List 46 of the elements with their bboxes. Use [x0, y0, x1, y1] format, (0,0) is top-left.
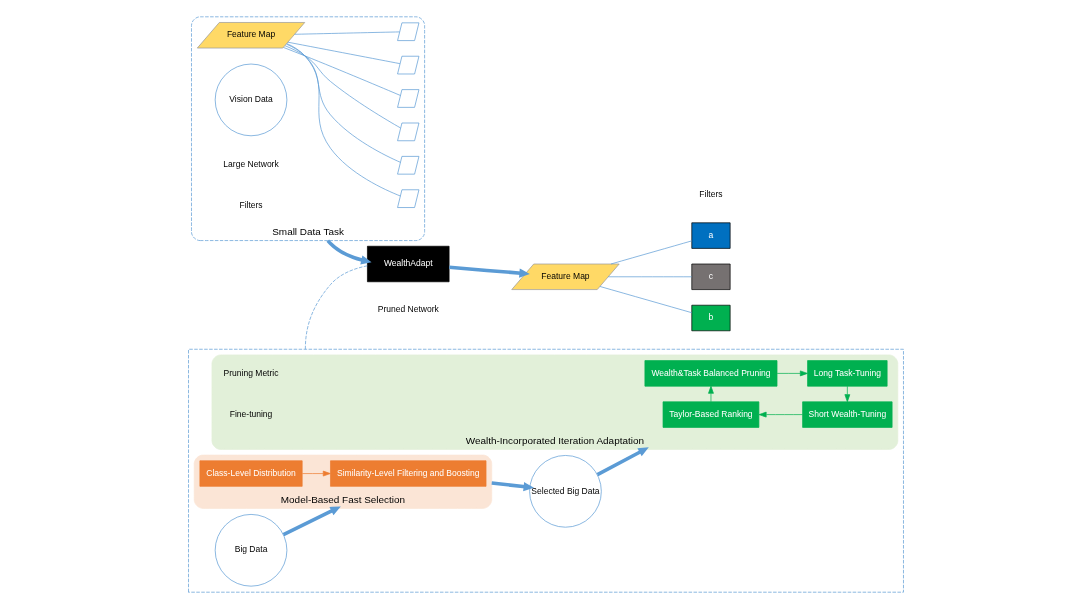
arrow	[326, 239, 372, 265]
label: Fine-tuning	[229, 408, 273, 419]
label: Filters	[239, 199, 263, 210]
label: Pruned Network	[377, 304, 439, 315]
node-box: Class-Level Distribution	[199, 460, 303, 487]
node-box: b	[691, 304, 731, 332]
cluster	[188, 348, 904, 593]
connector	[294, 31, 400, 35]
node-box: a	[691, 222, 731, 249]
connector	[287, 41, 401, 64]
connector	[284, 45, 401, 129]
node-box	[397, 189, 420, 208]
arrow	[776, 370, 808, 377]
node-box: WealthAdapt	[367, 245, 450, 283]
node-circle: Selected Big Data	[529, 455, 602, 528]
node-box	[397, 22, 420, 41]
label: Large Network	[223, 158, 279, 169]
node-box	[397, 122, 420, 142]
arrow	[596, 447, 649, 477]
connector	[610, 240, 693, 265]
arrow	[758, 411, 803, 418]
arrow	[282, 506, 341, 537]
arrow	[491, 481, 535, 492]
arrow	[301, 470, 331, 477]
connector	[305, 265, 368, 350]
connector	[286, 43, 401, 163]
node-box: Taylor-Based Ranking	[662, 401, 760, 428]
node-box: Wealth&Task Balanced Pruning	[644, 360, 778, 387]
node-box: Similarity-Level Filtering and Boosting	[330, 460, 487, 487]
node-box: c	[691, 263, 731, 290]
arrow	[708, 385, 714, 403]
connector	[283, 47, 401, 96]
connector	[286, 43, 401, 197]
connector	[599, 286, 692, 314]
node-box	[397, 156, 420, 175]
node-circle: Vision Data	[214, 63, 288, 137]
node-box	[397, 89, 420, 108]
arrow	[844, 385, 851, 403]
label: Filters	[699, 188, 723, 199]
connector	[607, 276, 693, 278]
node-box: Long Task-Tuning	[807, 360, 888, 387]
node-circle: Big Data	[214, 514, 288, 587]
node-box	[397, 55, 420, 75]
arrow	[449, 265, 530, 278]
label: Pruning Metric	[223, 367, 279, 378]
node-box: Short Wealth-Tuning	[802, 401, 893, 428]
